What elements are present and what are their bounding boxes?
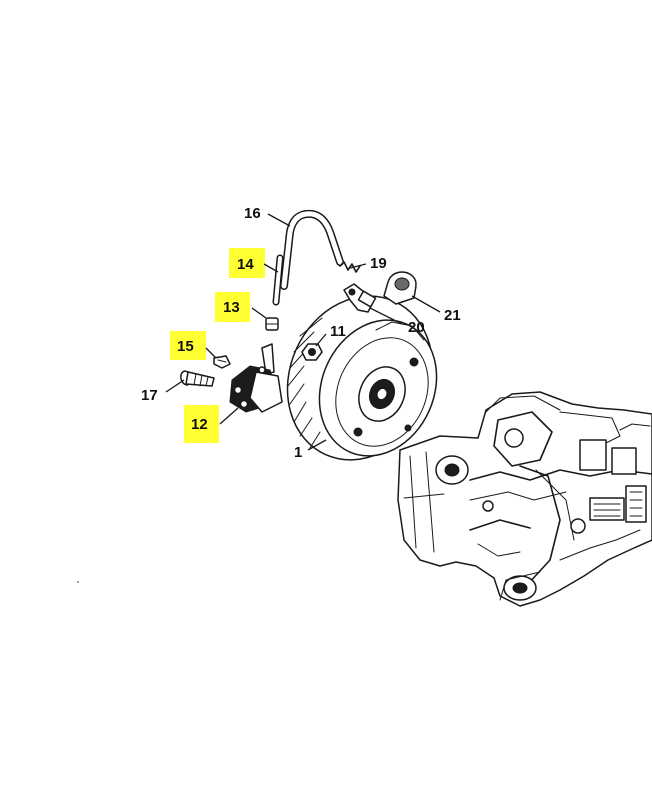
highlight-14: [229, 248, 265, 278]
callout-12: 12: [191, 416, 208, 433]
callout-16: 16: [244, 205, 261, 222]
leader-lines: [165, 213, 441, 451]
short-hose-part: [272, 254, 284, 306]
callout-21: 21: [444, 307, 461, 324]
callout-19: 19: [370, 255, 387, 272]
callout-1: 1: [294, 444, 302, 461]
callout-13: 13: [223, 299, 240, 316]
oil-pump-part: [229, 343, 283, 413]
spring-part: [339, 261, 361, 273]
screw-part: [180, 370, 215, 387]
fitting-part: [265, 317, 279, 331]
oil-hose-part: [280, 209, 344, 290]
callout-14: 14: [237, 256, 254, 273]
callout-17: 17: [141, 387, 158, 404]
highlight-13: [215, 292, 250, 322]
washer-part: [213, 355, 231, 369]
scan-speck: [77, 581, 79, 583]
highlight-12: [184, 405, 219, 443]
callout-20: 20: [408, 319, 425, 336]
nut-part: [301, 343, 323, 361]
callout-11: 11: [330, 323, 346, 340]
callout-15: 15: [177, 338, 194, 355]
crankcase-housing: [397, 391, 652, 607]
cap-part: [383, 271, 417, 305]
highlight-15: [170, 331, 206, 360]
